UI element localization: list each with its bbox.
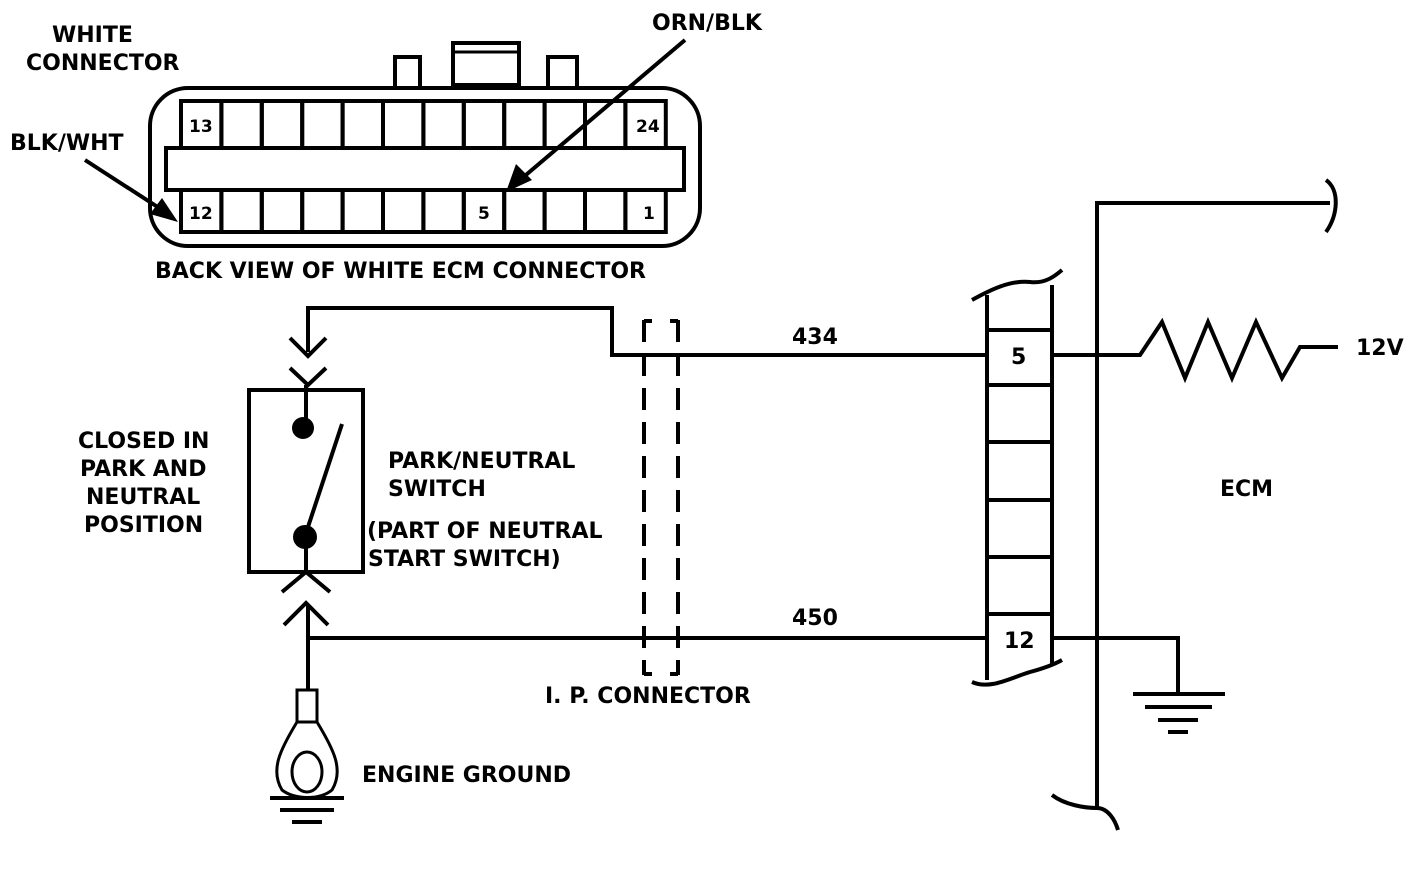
ip-connector bbox=[642, 319, 680, 676]
ecm-pin-5: 5 bbox=[1011, 345, 1026, 370]
connector-tab-right bbox=[546, 55, 579, 90]
connector-arrow-bottom bbox=[282, 600, 330, 627]
blk-wht-label: BLK/WHT bbox=[10, 131, 124, 156]
back-view-label: BACK VIEW OF WHITE ECM CONNECTOR bbox=[155, 259, 646, 284]
blk-wht-arrow bbox=[83, 158, 172, 217]
switch-part-2: START SWITCH) bbox=[368, 547, 561, 572]
connector-cavity bbox=[381, 99, 426, 150]
connector-cavity bbox=[340, 188, 386, 234]
pin-12-label: 12 bbox=[189, 204, 213, 224]
connector-cavity bbox=[381, 188, 426, 234]
connector-cavity bbox=[340, 99, 386, 150]
connector-cavity bbox=[219, 188, 264, 234]
ecm-pin-12: 12 bbox=[1004, 629, 1035, 654]
connector-cavity bbox=[259, 188, 305, 234]
pin-1-label: 1 bbox=[643, 204, 655, 224]
pin-13-label: 13 bbox=[189, 117, 213, 137]
connector-housing bbox=[148, 86, 702, 248]
switch-part-1: (PART OF NEUTRAL bbox=[367, 519, 603, 544]
closed-in-label-2: PARK AND bbox=[80, 457, 206, 482]
pin-24-label: 24 bbox=[636, 117, 660, 137]
ecm-connector: 5 12 bbox=[971, 268, 1064, 687]
closed-in-label-3: NEUTRAL bbox=[86, 485, 200, 510]
park-neutral-switch bbox=[247, 385, 365, 574]
connector-cavity bbox=[259, 99, 305, 150]
closed-in-label-1: CLOSED IN bbox=[78, 429, 209, 454]
closed-in-label-4: POSITION bbox=[84, 513, 203, 538]
white-ecm-connector: 13 24 12 5 1 bbox=[148, 41, 702, 248]
voltage-label: 12V bbox=[1356, 336, 1404, 361]
connector-cavity bbox=[300, 99, 345, 150]
connector-cavities bbox=[179, 99, 668, 234]
engine-ground-icon bbox=[270, 688, 344, 824]
ground-icon bbox=[1133, 692, 1225, 734]
connector-cavity bbox=[219, 99, 264, 150]
white-connector-label-2: CONNECTOR bbox=[26, 51, 180, 76]
connector-arrow-top bbox=[288, 336, 328, 359]
connector-tab-left bbox=[393, 55, 422, 90]
engine-ground-label: ENGINE GROUND bbox=[362, 763, 571, 788]
connector-cavity bbox=[502, 99, 547, 150]
wire-434 bbox=[306, 306, 985, 357]
connector-cavity bbox=[502, 188, 547, 234]
connector-center-bar bbox=[164, 146, 686, 192]
orn-blk-arrow bbox=[518, 38, 687, 182]
resistor-icon bbox=[1052, 316, 1338, 384]
connector-cavity bbox=[461, 99, 507, 150]
switch-name-1: PARK/NEUTRAL bbox=[388, 449, 575, 474]
switch-name-2: SWITCH bbox=[388, 477, 486, 502]
connector-cavity bbox=[421, 188, 466, 234]
ip-connector-label: I. P. CONNECTOR bbox=[545, 684, 751, 709]
orn-blk-label: ORN/BLK bbox=[652, 11, 763, 36]
ecm-label: ECM bbox=[1220, 477, 1273, 502]
ecm-ground-wire bbox=[1052, 636, 1180, 692]
connector-latch bbox=[451, 41, 521, 87]
white-connector-label-1: WHITE bbox=[52, 23, 133, 48]
ecm-boundary bbox=[1095, 201, 1330, 810]
wire-434-label: 434 bbox=[792, 325, 838, 350]
connector-cavity bbox=[300, 188, 345, 234]
connector-cavity bbox=[421, 99, 466, 150]
connector-cavity bbox=[583, 188, 628, 234]
wire-450-label: 450 bbox=[792, 606, 838, 631]
pin-5-label: 5 bbox=[478, 204, 490, 224]
connector-cavity bbox=[542, 188, 587, 234]
